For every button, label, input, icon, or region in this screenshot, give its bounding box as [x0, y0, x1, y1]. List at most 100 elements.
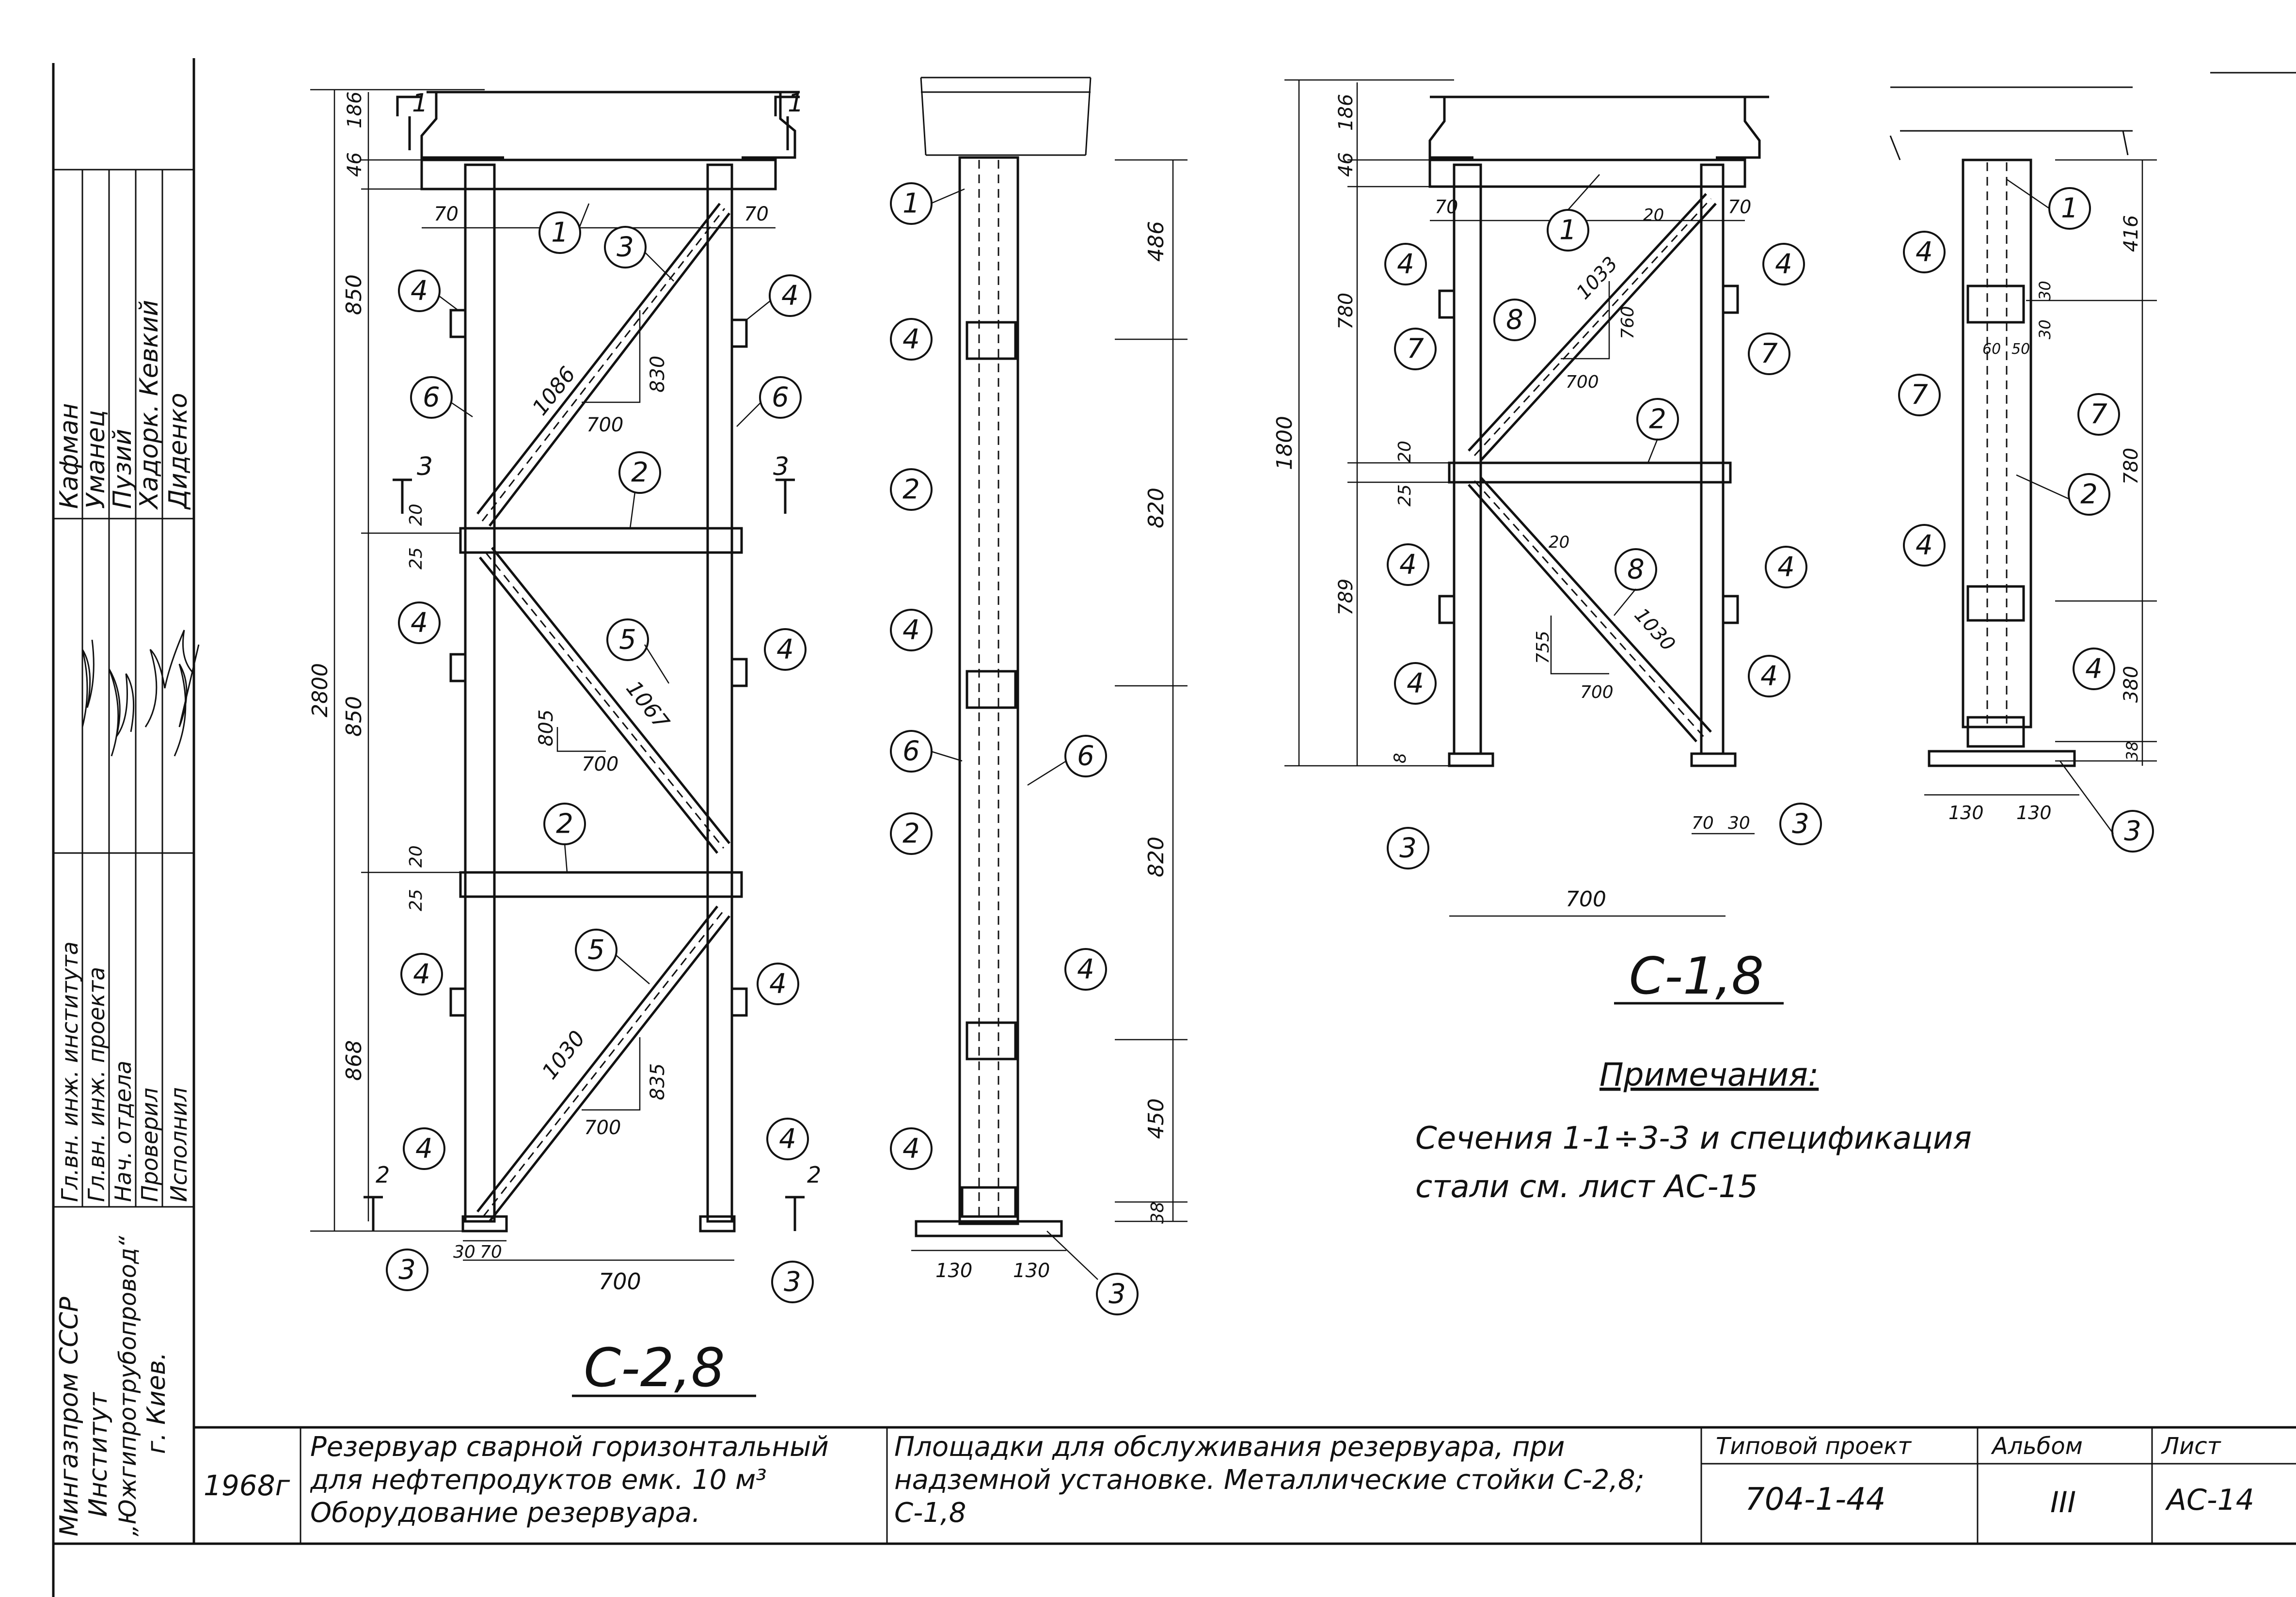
- svg-text:7: 7: [1911, 379, 1928, 411]
- c28-dim-2800: 2800: [308, 663, 333, 717]
- c18-tri-755: 755: [1533, 631, 1553, 664]
- c18-side-50: 50: [2011, 341, 2030, 358]
- svg-text:2: 2: [631, 457, 649, 489]
- svg-text:4: 4: [779, 1123, 796, 1155]
- c18-diag-1033: 1033: [1572, 253, 1622, 304]
- c18-dim-700: 700: [1566, 887, 1606, 912]
- c18-side-130a: 130: [1948, 802, 1984, 823]
- svg-text:7: 7: [2090, 399, 2107, 430]
- c18-side-416: 416: [2120, 215, 2142, 252]
- svg-text:4: 4: [1077, 954, 1094, 985]
- svg-text:3: 3: [784, 1266, 801, 1298]
- c18-dim-text: 186 46 780 1800 20 25 789 8 70 70 700 70…: [1272, 94, 1751, 912]
- project-value: 704-1-44: [1745, 1482, 1886, 1518]
- svg-text:4: 4: [903, 324, 920, 355]
- stamp-org-3: г. Киев.: [142, 1352, 171, 1454]
- stamp-name-4: Диденко: [164, 393, 193, 510]
- svg-text:3: 3: [617, 232, 634, 263]
- c28-dim-70b: 70: [744, 203, 769, 225]
- svg-text:4: 4: [776, 634, 794, 665]
- c18-side-30a: 30: [2036, 281, 2054, 300]
- svg-text:6: 6: [772, 382, 789, 413]
- svg-text:4: 4: [1775, 249, 1792, 280]
- c28-dim-850a: 850: [342, 274, 366, 315]
- title-block-grid: [300, 1427, 2296, 1544]
- title-sheet: Площадки для обслуживания резервуара, пр…: [894, 1431, 1645, 1529]
- svg-text:4: 4: [415, 1133, 433, 1165]
- c18-dimensions: [1284, 79, 1755, 917]
- svg-text:2: 2: [903, 818, 920, 850]
- svg-text:5: 5: [619, 624, 636, 656]
- section-2-right: 2: [807, 1162, 821, 1188]
- c18-dim-780: 780: [1335, 293, 1357, 330]
- c28-dimensions: [310, 89, 776, 1261]
- stamp-name-2: Пузий: [108, 429, 137, 509]
- c18-tri-20a: 20: [1643, 206, 1664, 225]
- svg-text:1: 1: [2061, 193, 2078, 224]
- stamp-role-1: Гл.вн. инж. проекта: [83, 967, 110, 1202]
- notes-heading: Примечания:: [1599, 1056, 1819, 1093]
- svg-text:1: 1: [903, 188, 920, 220]
- album-value: III: [2050, 1486, 2076, 1519]
- c28-dim-30: 30: [453, 1242, 475, 1262]
- c18-side-130b: 130: [2016, 802, 2052, 823]
- c18-dim-70c: 70: [1692, 813, 1714, 833]
- svg-text:4: 4: [781, 280, 799, 312]
- svg-text:4: 4: [903, 615, 920, 646]
- svg-text:6: 6: [423, 382, 440, 413]
- side-dim-486: 486: [1144, 221, 1169, 262]
- c18-dim-1800: 1800: [1272, 416, 1297, 470]
- svg-text:4: 4: [1397, 249, 1414, 280]
- c28-tri-700a: 700: [586, 414, 623, 436]
- c18-front-view: [1428, 95, 1769, 767]
- side-dim-130b: 130: [1013, 1260, 1050, 1282]
- title-object: Резервуар сварной горизонтальный для неф…: [310, 1431, 829, 1529]
- leader-lines: [438, 174, 2114, 1280]
- stamp-name-1: Уманец: [81, 410, 111, 509]
- svg-text:5: 5: [587, 934, 605, 966]
- left-stamp-grid: [53, 169, 194, 1208]
- c18-side-view: [1889, 86, 2157, 796]
- c18-side-380: 380: [2120, 666, 2142, 703]
- side-dim-820b: 820: [1144, 837, 1169, 877]
- c18-diag-1030: 1030: [1630, 604, 1679, 655]
- c28-dim-186: 186: [344, 92, 366, 128]
- svg-text:4: 4: [1760, 661, 1778, 692]
- svg-text:4: 4: [411, 275, 428, 307]
- section-3-right: 3: [773, 452, 789, 481]
- left-stamp-text: Гл.вн. инж. института Гл.вн. инж. проект…: [55, 300, 193, 1536]
- c18-side-780: 780: [2120, 448, 2142, 485]
- c28-tri-805: 805: [535, 710, 557, 746]
- stamp-role-2: Нач. отдела: [110, 1060, 136, 1202]
- c28-dim-70a: 70: [434, 203, 459, 225]
- c18-side-38: 38: [2123, 741, 2141, 761]
- c18-dim-30: 30: [1728, 813, 1750, 833]
- stamp-role-0: Гл.вн. инж. института: [57, 941, 83, 1202]
- section-1-left: 1: [412, 89, 428, 118]
- c28-tri-835: 835: [647, 1063, 669, 1100]
- svg-text:4: 4: [1916, 237, 1933, 268]
- svg-text:2: 2: [1649, 404, 1666, 435]
- stamp-org-0: Мингазпром СССР: [55, 1297, 84, 1536]
- c18-tri-20b: 20: [1549, 533, 1569, 552]
- c28-dim-20b: 20: [406, 845, 426, 868]
- svg-text:8: 8: [1506, 304, 1523, 336]
- project-label: Типовой проект: [1716, 1433, 1912, 1460]
- c18-dim-46: 46: [1335, 152, 1357, 177]
- svg-text:4: 4: [1777, 552, 1795, 583]
- c28-dim-25b: 25: [406, 889, 426, 911]
- c18-side-60: 60: [1982, 341, 2001, 358]
- svg-text:3: 3: [2124, 816, 2141, 847]
- c28-tri-700c: 700: [584, 1117, 621, 1139]
- c18-tri-700a: 700: [1566, 372, 1599, 392]
- title-year: 1968г: [204, 1469, 290, 1502]
- c28-dim-46: 46: [344, 152, 366, 177]
- c18-dim-25: 25: [1395, 484, 1415, 506]
- svg-text:3: 3: [1399, 833, 1417, 864]
- svg-text:3: 3: [1792, 808, 1809, 840]
- svg-text:4: 4: [413, 959, 430, 990]
- section-1-right: 1: [788, 89, 804, 118]
- album-label: Альбом: [1991, 1433, 2083, 1460]
- c28-dim-700: 700: [599, 1268, 641, 1295]
- svg-text:7: 7: [1407, 333, 1424, 365]
